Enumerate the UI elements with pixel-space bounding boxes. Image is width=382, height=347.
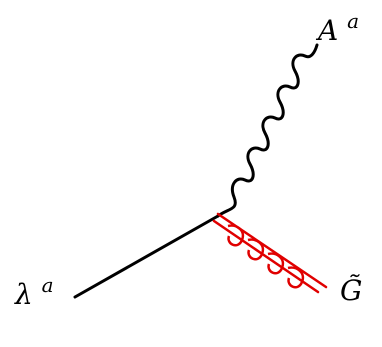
gaugino-line (73, 214, 220, 299)
gaugino-label-sup: a (42, 273, 54, 297)
gauge-boson-label-sup: a (347, 9, 359, 33)
gauge-boson-label-base: A (315, 14, 338, 47)
gauge-boson-label: A a (315, 9, 359, 47)
gravitino-label: G̃ (340, 274, 362, 307)
gravitino-curly-line (212, 212, 328, 294)
gaugino-label-base: λ (14, 278, 33, 311)
gauge-boson-wavy-line (216, 43, 319, 218)
gaugino-label: λ a (14, 273, 54, 311)
